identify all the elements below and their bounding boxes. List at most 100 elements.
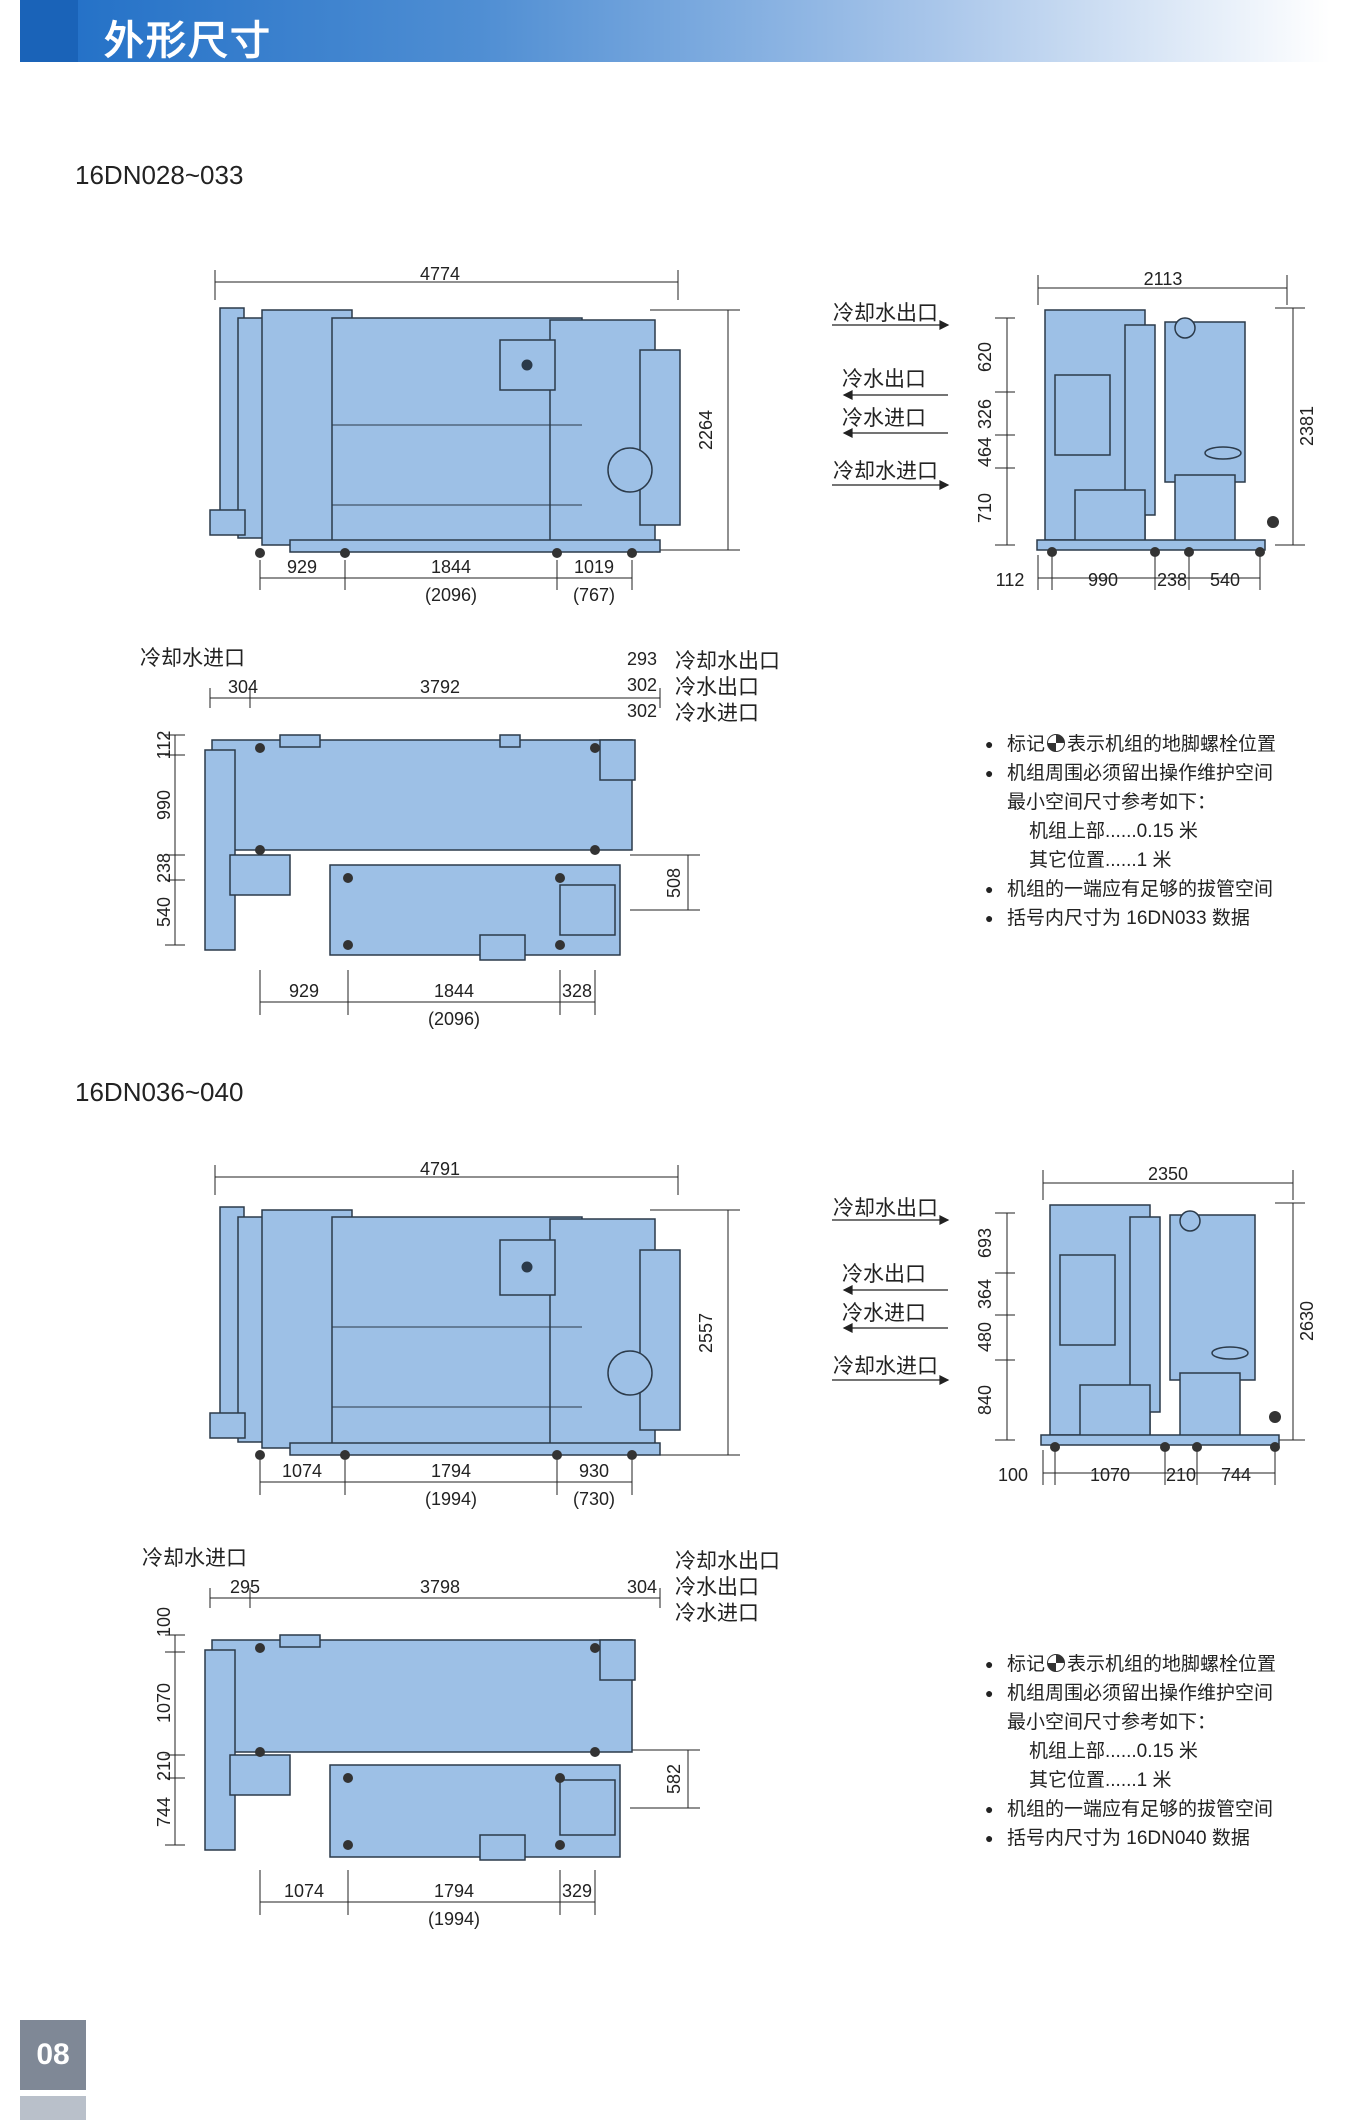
top2-t2: 3798 [420,1577,460,1597]
side-view-2: 2350 693 364 480 840 2630 100 1070 210 7… [975,1164,1317,1485]
side1-label-0: 冷却水出口 [833,301,938,325]
side1-v1: 620 [975,342,995,372]
front2-unit [209,1206,681,1456]
side1-label-3: 冷却水进口 [833,459,938,483]
top1-bolt-marks [255,743,600,950]
top1-h508: 508 [664,868,684,898]
note2-item-3: 最小空间尺寸参考如下： [1007,1712,1217,1733]
note1-item-3: 最小空间尺寸参考如下： [1007,792,1217,813]
header-tab [20,0,78,62]
top2-right-label-1: 冷水出口 [675,1575,759,1599]
model-label-2: 16DN036~040 [75,1077,244,1107]
top1-r2: 302 [627,675,657,695]
bolt-mark-icon [1047,1654,1066,1672]
side1-height: 2381 [1297,406,1317,446]
top2-d3: 329 [562,1881,592,1901]
side1-v2: 326 [975,399,995,429]
note2-item-6: 机组的一端应有足够的拔管空间 [985,1795,1276,1824]
front2-d2: 1794 [431,1461,471,1481]
top1-d2b: (2096) [428,1009,480,1029]
front1-d2b: (2096) [425,585,477,605]
side1-b4: 540 [1210,570,1240,590]
note1-item-4: 机组上部......0.15 米 [1029,821,1198,842]
note2-item-2: 机组周围必须留出操作维护空间 [985,1679,1276,1708]
top1-v1: 112 [154,731,174,760]
front1-width: 4774 [420,264,460,284]
side-labels-1: 冷却水出口 冷水出口 冷水进口 冷却水进口 [832,301,950,490]
front2-height: 2557 [696,1313,716,1353]
top2-v2: 1070 [154,1683,174,1723]
side2-label-1: 冷水出口 [842,1262,926,1286]
top-view-2: 冷却水进口 295 3798 304 冷却水出口 冷水出口 冷水进口 100 1… [142,1546,780,1929]
note1-item-2: 机组周围必须留出操作维护空间 [985,759,1276,788]
note2-item-4: 机组上部......0.15 米 [1029,1741,1198,1762]
side1-unit [1036,309,1266,551]
side2-height: 2630 [1297,1301,1317,1341]
top2-v1: 100 [154,1607,174,1637]
top1-inlet-label: 冷却水进口 [140,646,245,670]
side2-label-3: 冷却水进口 [833,1354,938,1378]
top2-r1: 304 [627,1577,657,1597]
side1-b1: 112 [996,570,1025,590]
side2-label-2: 冷水进口 [842,1301,926,1325]
top1-v4: 540 [154,897,174,927]
side1-bolt-marks [1047,516,1279,557]
front2-d3b: (730) [573,1489,615,1509]
side2-label-0: 冷却水出口 [833,1196,938,1220]
side1-width: 2113 [1144,269,1183,289]
side2-v2: 364 [975,1279,995,1309]
side1-b2: 990 [1088,570,1118,590]
top1-right-label-1: 冷水出口 [675,675,759,699]
page-number: 08 [20,2020,86,2090]
top1-right-label-0: 冷却水出口 [675,649,780,673]
front-view-1: 4774 2264 929 1844 (2096) 1019 (767) [209,264,740,605]
note2-item-7: 括号内尺寸为 16DN040 数据 [985,1824,1276,1853]
top1-d3: 328 [562,981,592,1001]
side2-v4: 840 [975,1385,995,1415]
top2-right-label-0: 冷却水出口 [675,1549,780,1573]
front2-d3: 930 [579,1461,609,1481]
top2-h582: 582 [664,1764,684,1794]
side2-unit [1040,1204,1280,1446]
top1-v3: 238 [154,853,174,883]
front2-width: 4791 [420,1159,460,1179]
top1-d1: 929 [289,981,319,1001]
front1-unit [209,307,681,553]
top1-r3: 302 [627,701,657,721]
side-view-1: 2113 620 326 464 710 2381 112 990 238 54… [975,269,1317,590]
top2-v4: 744 [154,1797,174,1827]
top2-right-label-2: 冷水进口 [675,1601,759,1625]
top-view-1: 冷却水进口 304 3792 293 302 302 冷却水出口 冷水出口 冷水… [140,646,780,1029]
front1-bolt-marks [255,548,637,558]
page-number-bar [20,2096,86,2120]
top2-t1: 295 [230,1577,260,1597]
side2-b3: 210 [1166,1465,1196,1485]
note1-item-6: 机组的一端应有足够的拔管空间 [985,875,1276,904]
note1-item-7: 括号内尺寸为 16DN033 数据 [985,904,1276,933]
side1-v3: 464 [975,437,995,467]
front1-d3b: (767) [573,585,615,605]
top2-inlet-label: 冷却水进口 [142,1546,247,1570]
front2-d2b: (1994) [425,1489,477,1509]
side1-v4: 710 [975,493,995,523]
note2-item-5: 其它位置......1 米 [1029,1770,1172,1791]
side2-v3: 480 [975,1322,995,1352]
front2-d1: 1074 [282,1461,322,1481]
top1-t1: 304 [228,677,258,697]
top1-d2: 1844 [434,981,474,1001]
side1-label-1: 冷水出口 [842,367,926,391]
note1-item-5: 其它位置......1 米 [1029,850,1172,871]
side1-b3: 238 [1157,570,1187,590]
side2-width: 2350 [1148,1164,1188,1184]
front1-d1: 929 [287,557,317,577]
top1-t2: 3792 [420,677,460,697]
side2-bolt-marks [1050,1411,1281,1452]
top1-unit [204,734,636,961]
front1-height: 2264 [696,410,716,450]
top2-d1: 1074 [284,1881,324,1901]
bolt-mark-icon [1047,734,1066,752]
